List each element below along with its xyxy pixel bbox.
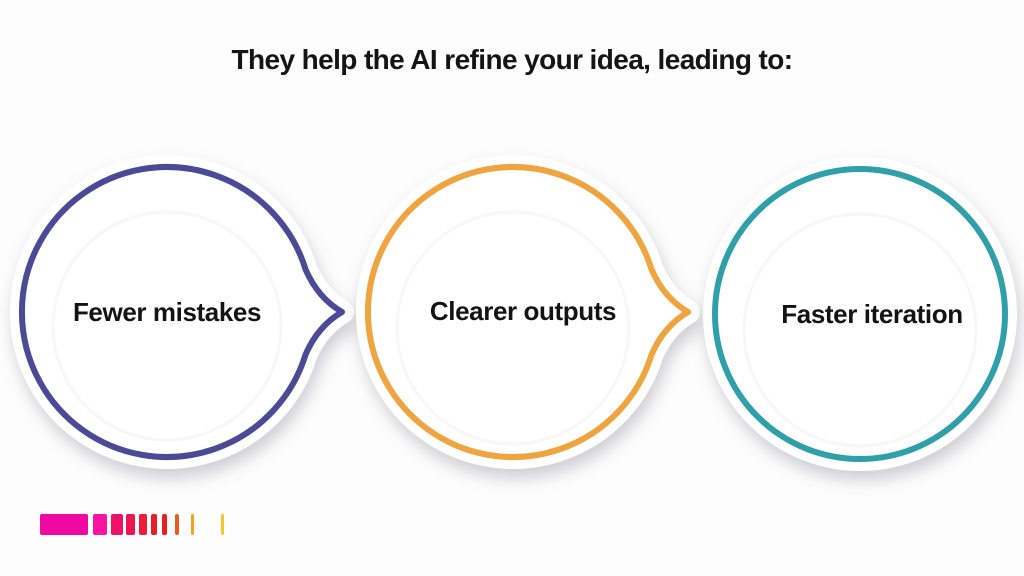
- waveform-bar: [111, 514, 123, 535]
- waveform-bar: [139, 514, 147, 535]
- waveform-bar: [93, 514, 107, 535]
- speech-bubble-icon: [10, 155, 354, 469]
- bubble-clearer-outputs: [343, 140, 723, 500]
- bubble-label-faster-iteration: Faster iteration: [781, 299, 963, 329]
- waveform-bar: [191, 514, 194, 535]
- waveform-bar: [162, 514, 167, 535]
- slide-title: They help the AI refine your idea, leadi…: [231, 44, 793, 75]
- bubble-fewer-mistakes: [0, 140, 377, 500]
- bubble-label-fewer-mistakes: Fewer mistakes: [72, 297, 262, 327]
- waveform-bar: [221, 514, 224, 535]
- waveform: [0, 514, 280, 535]
- bubble-faster-iteration: [690, 142, 1024, 502]
- waveform-bar: [151, 514, 157, 535]
- bubble-label-clearer-outputs: Clearer outputs: [429, 296, 617, 326]
- circle-icon: [703, 157, 1017, 471]
- speech-bubble-icon: [356, 155, 700, 469]
- waveform-bar: [175, 514, 179, 535]
- waveform-bar: [126, 514, 135, 535]
- waveform-bar: [40, 514, 88, 535]
